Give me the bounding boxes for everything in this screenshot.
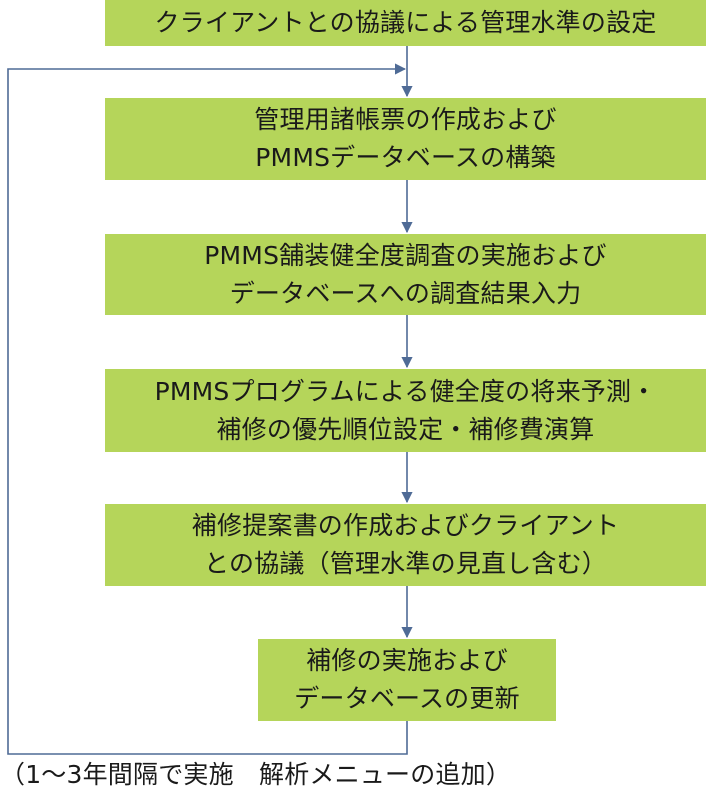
step-2-line-1: 管理用諸帳票の作成および xyxy=(254,105,557,134)
step-6-box: 補修の実施および データベースの更新 xyxy=(258,639,556,721)
step-3-line-1: PMMS舗装健全度調査の実施および xyxy=(204,240,607,270)
step-2-line-2: PMMSデータベースの構築 xyxy=(255,143,556,172)
step-3-box: PMMS舗装健全度調査の実施および データベースへの調査結果入力 xyxy=(105,234,706,315)
loop-note: （1〜3年間隔で実施 解析メニューの追加） xyxy=(0,760,512,789)
step-4-line-2: 補修の優先順位設定・補修費演算 xyxy=(216,414,595,444)
step-2-box: 管理用諸帳票の作成および PMMSデータベースの構築 xyxy=(105,98,706,180)
step-5-line-1: 補修提案書の作成およびクライアント xyxy=(191,511,620,540)
step-4-box: PMMSプログラムによる健全度の将来予測・ 補修の優先順位設定・補修費演算 xyxy=(105,369,706,452)
step-3-line-2: データベースへの調査結果入力 xyxy=(229,278,582,308)
step-5-box: 補修提案書の作成およびクライアント との協議（管理水準の見直し含む） xyxy=(105,504,706,586)
step-1-line-1: クライアントとの協議による管理水準の設定 xyxy=(154,8,657,37)
step-6-line-2: データベースの更新 xyxy=(294,684,520,713)
step-6-line-1: 補修の実施および xyxy=(306,646,508,675)
feedback-loop-line xyxy=(7,63,408,755)
step-4-line-1: PMMSプログラムによる健全度の将来予測・ xyxy=(154,376,657,406)
step-5-line-2: との協議（管理水準の見直し含む） xyxy=(204,549,607,578)
step-1-box: クライアントとの協議による管理水準の設定 xyxy=(105,0,706,46)
